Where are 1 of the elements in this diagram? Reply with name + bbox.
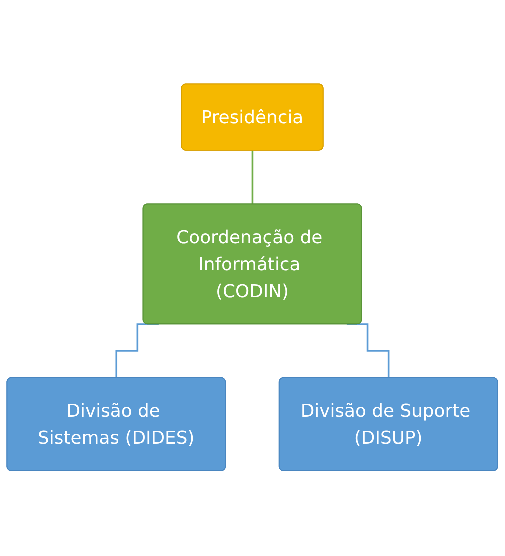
connector bbox=[252, 150, 254, 206]
